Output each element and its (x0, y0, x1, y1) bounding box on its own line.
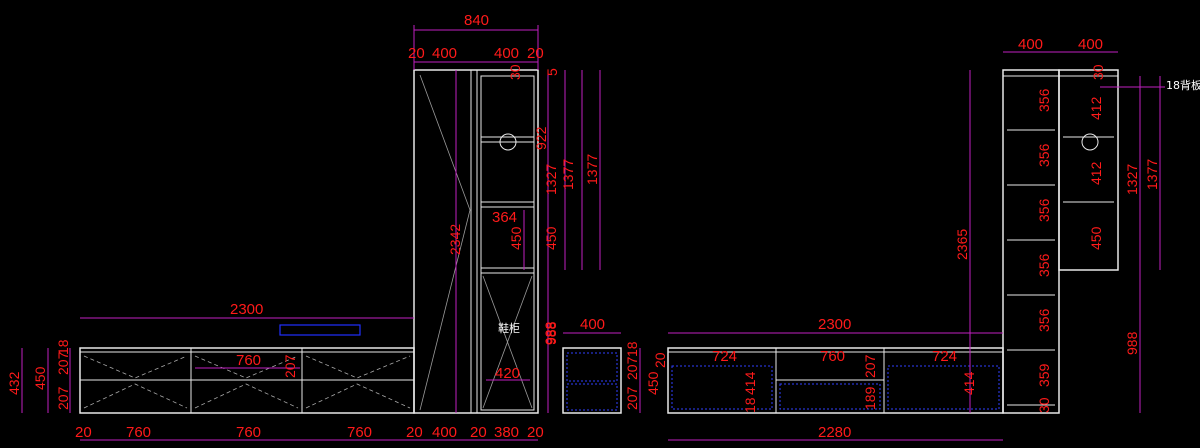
dim-h-432: 432 (6, 371, 22, 395)
shoe-cabinet-cross (482, 275, 533, 409)
right-drawer (671, 365, 773, 410)
dim-r-356-1: 356 (1036, 88, 1052, 112)
dim-w-760-mid: 760 (236, 352, 261, 369)
dim-r-w-2280: 2280 (818, 424, 851, 441)
dim-bot-760c: 760 (347, 424, 372, 441)
dim-r-189: 189 (862, 386, 878, 410)
dim-r-414b: 414 (961, 371, 977, 395)
right-column-inner (480, 75, 535, 411)
dim-gap-5: 5 (544, 68, 560, 76)
side-view: 400 988 207 207 18 (542, 316, 641, 414)
dim-w-2300: 2300 (230, 301, 263, 318)
right-drawer (887, 365, 1000, 410)
dim-bot-760b: 760 (236, 424, 261, 441)
dim-r-h-30: 30 (1090, 64, 1106, 80)
dim-r-412a: 412 (1088, 96, 1104, 120)
drawer-mark (83, 383, 188, 409)
side-cabinet-outline (562, 347, 622, 414)
dim-r-18: 18 (742, 397, 758, 413)
drawer-mark (194, 355, 299, 379)
side-drawer (566, 352, 618, 382)
dim-r-30-bottom: 30 (1036, 397, 1052, 413)
dim-h-207-left: 207 (55, 351, 71, 375)
dim-r-988: 988 (1124, 331, 1140, 355)
right-view: 400 400 30 18背板 356 356 356 356 356 359 … (645, 36, 1200, 441)
dim-bot-380: 380 (494, 424, 519, 441)
dim-h-1377b: 1377 (584, 154, 600, 185)
right-tv-cabinet (667, 347, 1004, 414)
drawer-mark (305, 383, 411, 409)
tall-cabinet-outline (413, 69, 539, 414)
dim-r-356-2: 356 (1036, 143, 1052, 167)
dim-r-1327: 1327 (1124, 164, 1140, 195)
dim-r-w-760: 760 (820, 348, 845, 365)
dim-top-400b: 400 (494, 45, 519, 62)
dim-bot-20d: 20 (527, 424, 544, 441)
door-open-line (419, 74, 471, 411)
dim-h-450-inner: 450 (508, 226, 524, 250)
right-shelves (1007, 129, 1114, 406)
dim-h-207-left-b: 207 (55, 386, 71, 410)
dim-h-1377a: 1377 (560, 159, 576, 190)
right-tall-column (1002, 69, 1060, 414)
dim-r-top-400b: 400 (1078, 36, 1103, 53)
dim-w-420: 420 (495, 365, 520, 382)
dim-h-450-left: 450 (32, 366, 48, 390)
back-panel-label: 18背板 (1166, 78, 1200, 92)
dim-r-2365: 2365 (954, 229, 970, 260)
dim-h-18-left: 18 (55, 339, 71, 355)
dim-r-412b: 412 (1088, 161, 1104, 185)
dim-h-450: 450 (543, 226, 559, 250)
dim-h-1327: 1327 (543, 164, 559, 195)
dim-top-20a: 20 (408, 45, 425, 62)
dim-h-207-mid: 207 (282, 354, 298, 378)
dim-bot-20c: 20 (470, 424, 487, 441)
drawer-mark (194, 383, 299, 409)
dim-top-20b: 20 (527, 45, 544, 62)
dim-h-988: 988 (543, 321, 559, 345)
left-view: 鞋柜 840 20 400 400 20 (6, 12, 601, 441)
tv-soundbar (279, 324, 361, 336)
dim-side-h-988: 988 (542, 321, 558, 345)
dim-r-20: 20 (652, 352, 668, 368)
dim-h-922: 922 (533, 126, 549, 150)
dim-side-h-207: 207 (624, 356, 640, 380)
right-drawer (779, 383, 881, 410)
dim-r-207: 207 (862, 354, 878, 378)
drawer-mark (305, 355, 411, 379)
dim-r-1377: 1377 (1144, 159, 1160, 190)
dim-side-w-400: 400 (580, 316, 605, 333)
dim-top-width: 840 (464, 12, 489, 29)
dim-r-359: 359 (1036, 363, 1052, 387)
dim-r-top-400a: 400 (1018, 36, 1043, 53)
dim-gap-30: 30 (507, 64, 523, 80)
dim-r-414a: 414 (742, 371, 758, 395)
dim-r-356-5: 356 (1036, 308, 1052, 332)
dim-bot-760a: 760 (126, 424, 151, 441)
dim-r-450: 450 (1088, 226, 1104, 250)
dim-bot-20a: 20 (75, 424, 92, 441)
side-drawer (566, 383, 618, 411)
dim-bot-20b: 20 (406, 424, 423, 441)
dim-bot-400: 400 (432, 424, 457, 441)
dim-r-w-724b: 724 (932, 348, 957, 365)
dim-r-w-724a: 724 (712, 348, 737, 365)
dim-h-2342: 2342 (447, 224, 463, 255)
dim-side-h-207b: 207 (624, 386, 640, 410)
shoe-cabinet-label: 鞋柜 (498, 321, 520, 335)
drawer-mark (83, 355, 188, 379)
dim-r-w-2300: 2300 (818, 316, 851, 333)
dim-top-400a: 400 (432, 45, 457, 62)
dim-r-356-3: 356 (1036, 198, 1052, 222)
cable-hole (499, 133, 517, 151)
dim-r-356-4: 356 (1036, 253, 1052, 277)
dim-r-450-left: 450 (645, 371, 661, 395)
cable-hole (1081, 133, 1099, 151)
dim-side-h-18: 18 (624, 341, 640, 357)
dim-w-364: 364 (492, 209, 517, 226)
